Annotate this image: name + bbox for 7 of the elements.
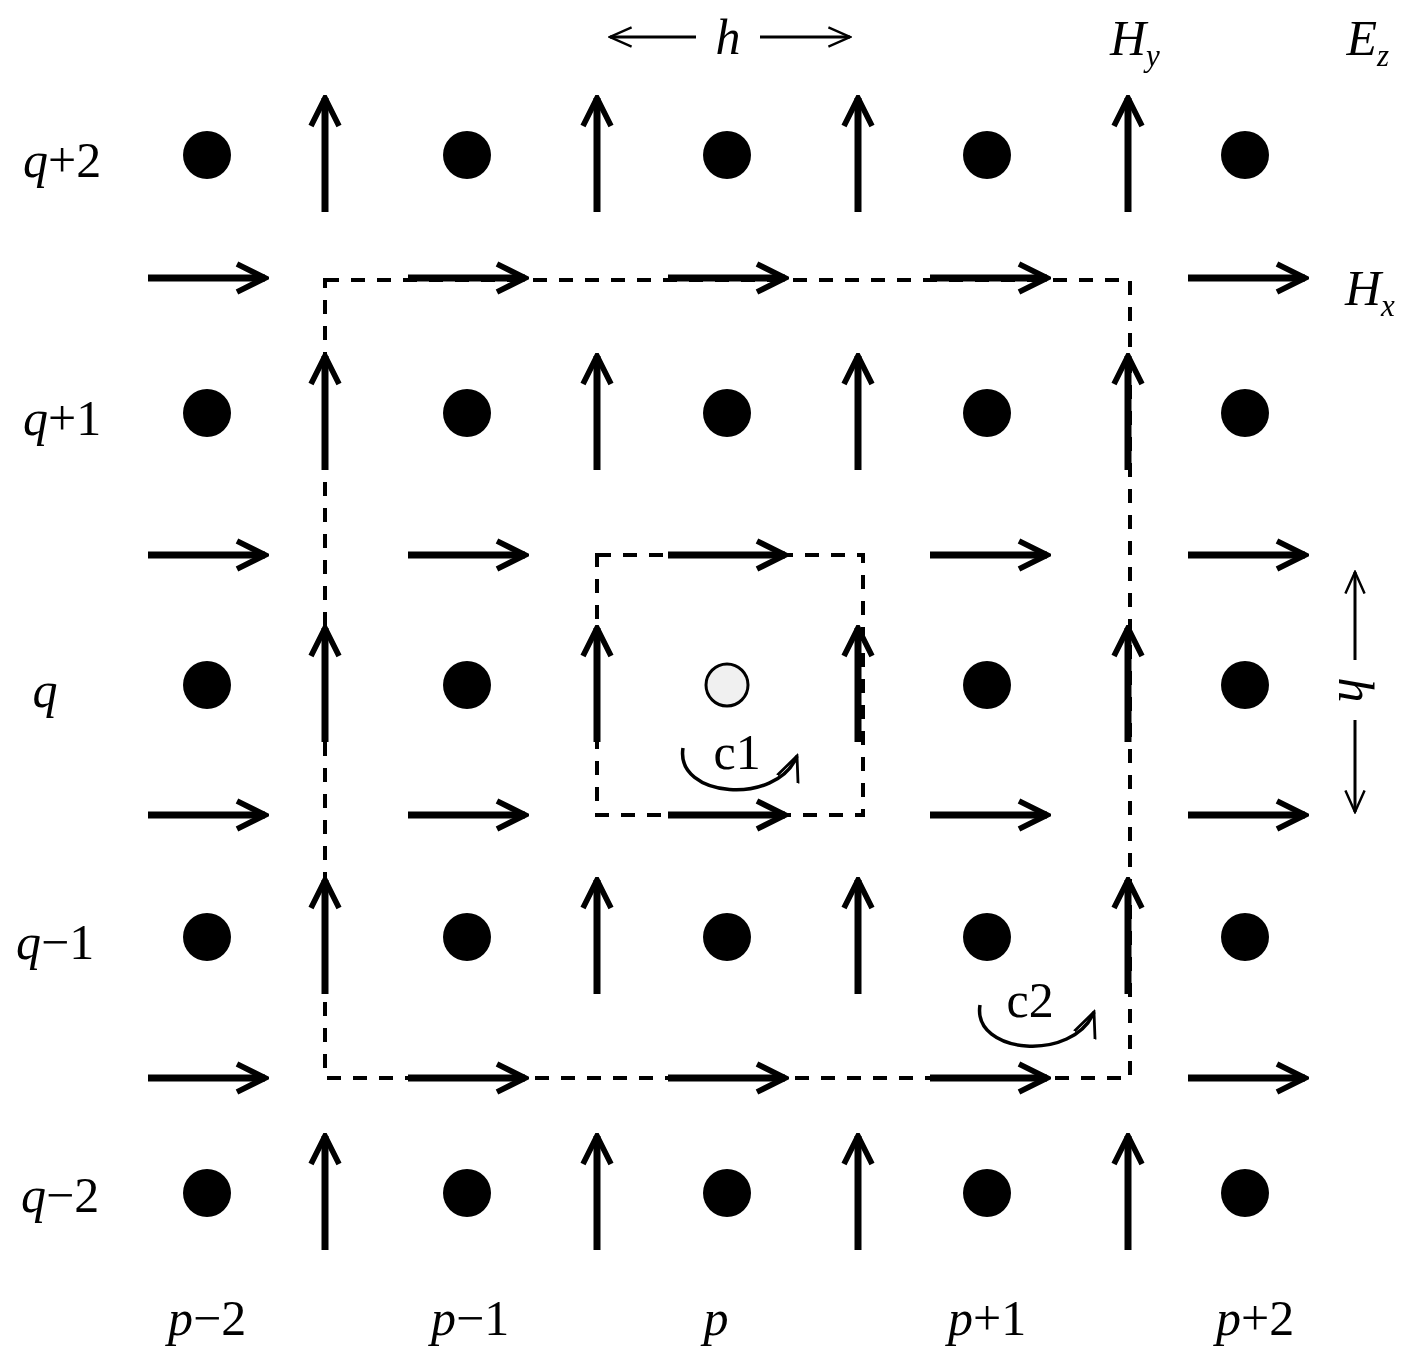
field-component-label: E$_{z}$ bbox=[1346, 13, 1390, 71]
contour-label: c1 bbox=[713, 727, 761, 777]
field-component-label: H$_{x}$ bbox=[1345, 263, 1395, 321]
contour-label: c2 bbox=[1006, 975, 1054, 1025]
spacing-label: h bbox=[715, 12, 741, 62]
spacing-label: h bbox=[1330, 677, 1380, 703]
field-component-label: H$_{y}$ bbox=[1110, 13, 1160, 71]
